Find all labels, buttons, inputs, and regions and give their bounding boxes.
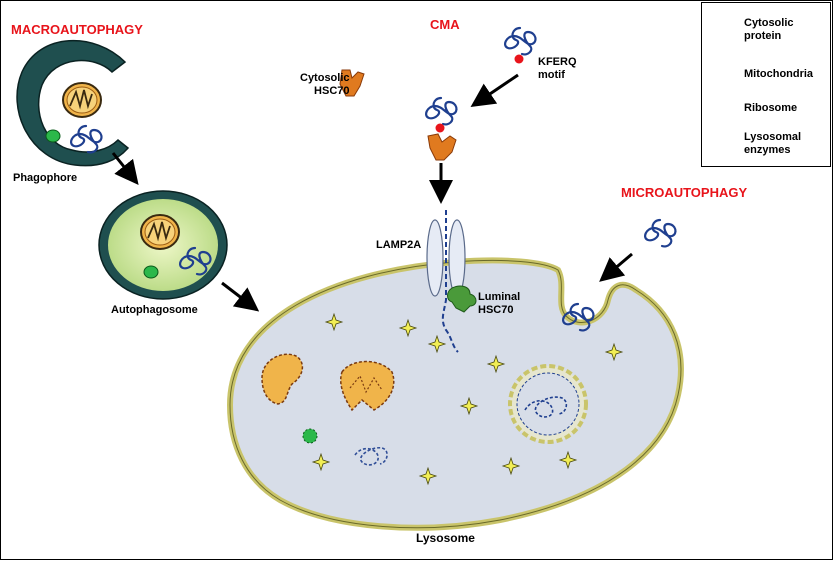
ribosome-icon [143, 265, 159, 279]
arrow-autophagosome-to-lysosome [221, 281, 260, 312]
degrading-ribosome [302, 428, 318, 444]
legend: Cytosolic protein Mitochondria Ribosome … [701, 2, 831, 167]
label-autophagosome: Autophagosome [111, 304, 198, 316]
cytosolic-hsc70-shape [339, 69, 365, 97]
legend-item-lysosomal-enzymes: Lysosomal enzymes [744, 131, 802, 156]
arrow-kferq-to-complex [470, 73, 519, 108]
legend-item-mitochondria: Mitochondria [744, 68, 814, 80]
ribosome-icon [45, 129, 61, 143]
luminal-hsc70-shape [447, 285, 477, 313]
phagophore [16, 40, 130, 167]
degrading-mitochondria [261, 353, 395, 412]
mitochondria-icon [62, 82, 102, 118]
label-kferq-motif: KFERQ motif [538, 56, 577, 81]
mitochondria-icon [140, 214, 180, 250]
label-cytosolic-hsc70: Cytosolic HSC70 [300, 72, 350, 97]
legend-item-ribosome: Ribosome [744, 102, 798, 114]
title-cma: CMA [430, 17, 460, 32]
autophagosome [98, 190, 228, 300]
title-macroautophagy: MACROAUTOPHAGY [11, 22, 143, 37]
degrading-protein [354, 446, 388, 466]
label-phagophore: Phagophore [13, 172, 78, 184]
arrow-phagophore-to-autophagosome [111, 152, 139, 186]
protein-icon [644, 218, 677, 248]
legend-item-cytosolic-protein: Cytosolic protein [744, 17, 794, 42]
label-luminal-hsc70: Luminal HSC70 [478, 291, 521, 316]
label-lamp2a: LAMP2A [376, 239, 422, 251]
title-microautophagy: MICROAUTOPHAGY [621, 185, 748, 200]
protein-icon [70, 124, 103, 154]
hsc70-protein-complex [425, 96, 458, 161]
label-lysosome: Lysosome [416, 531, 475, 545]
kferq-protein [504, 26, 537, 64]
degrading-vesicle [508, 364, 588, 444]
arrow-micro-to-lysosome [599, 252, 633, 282]
